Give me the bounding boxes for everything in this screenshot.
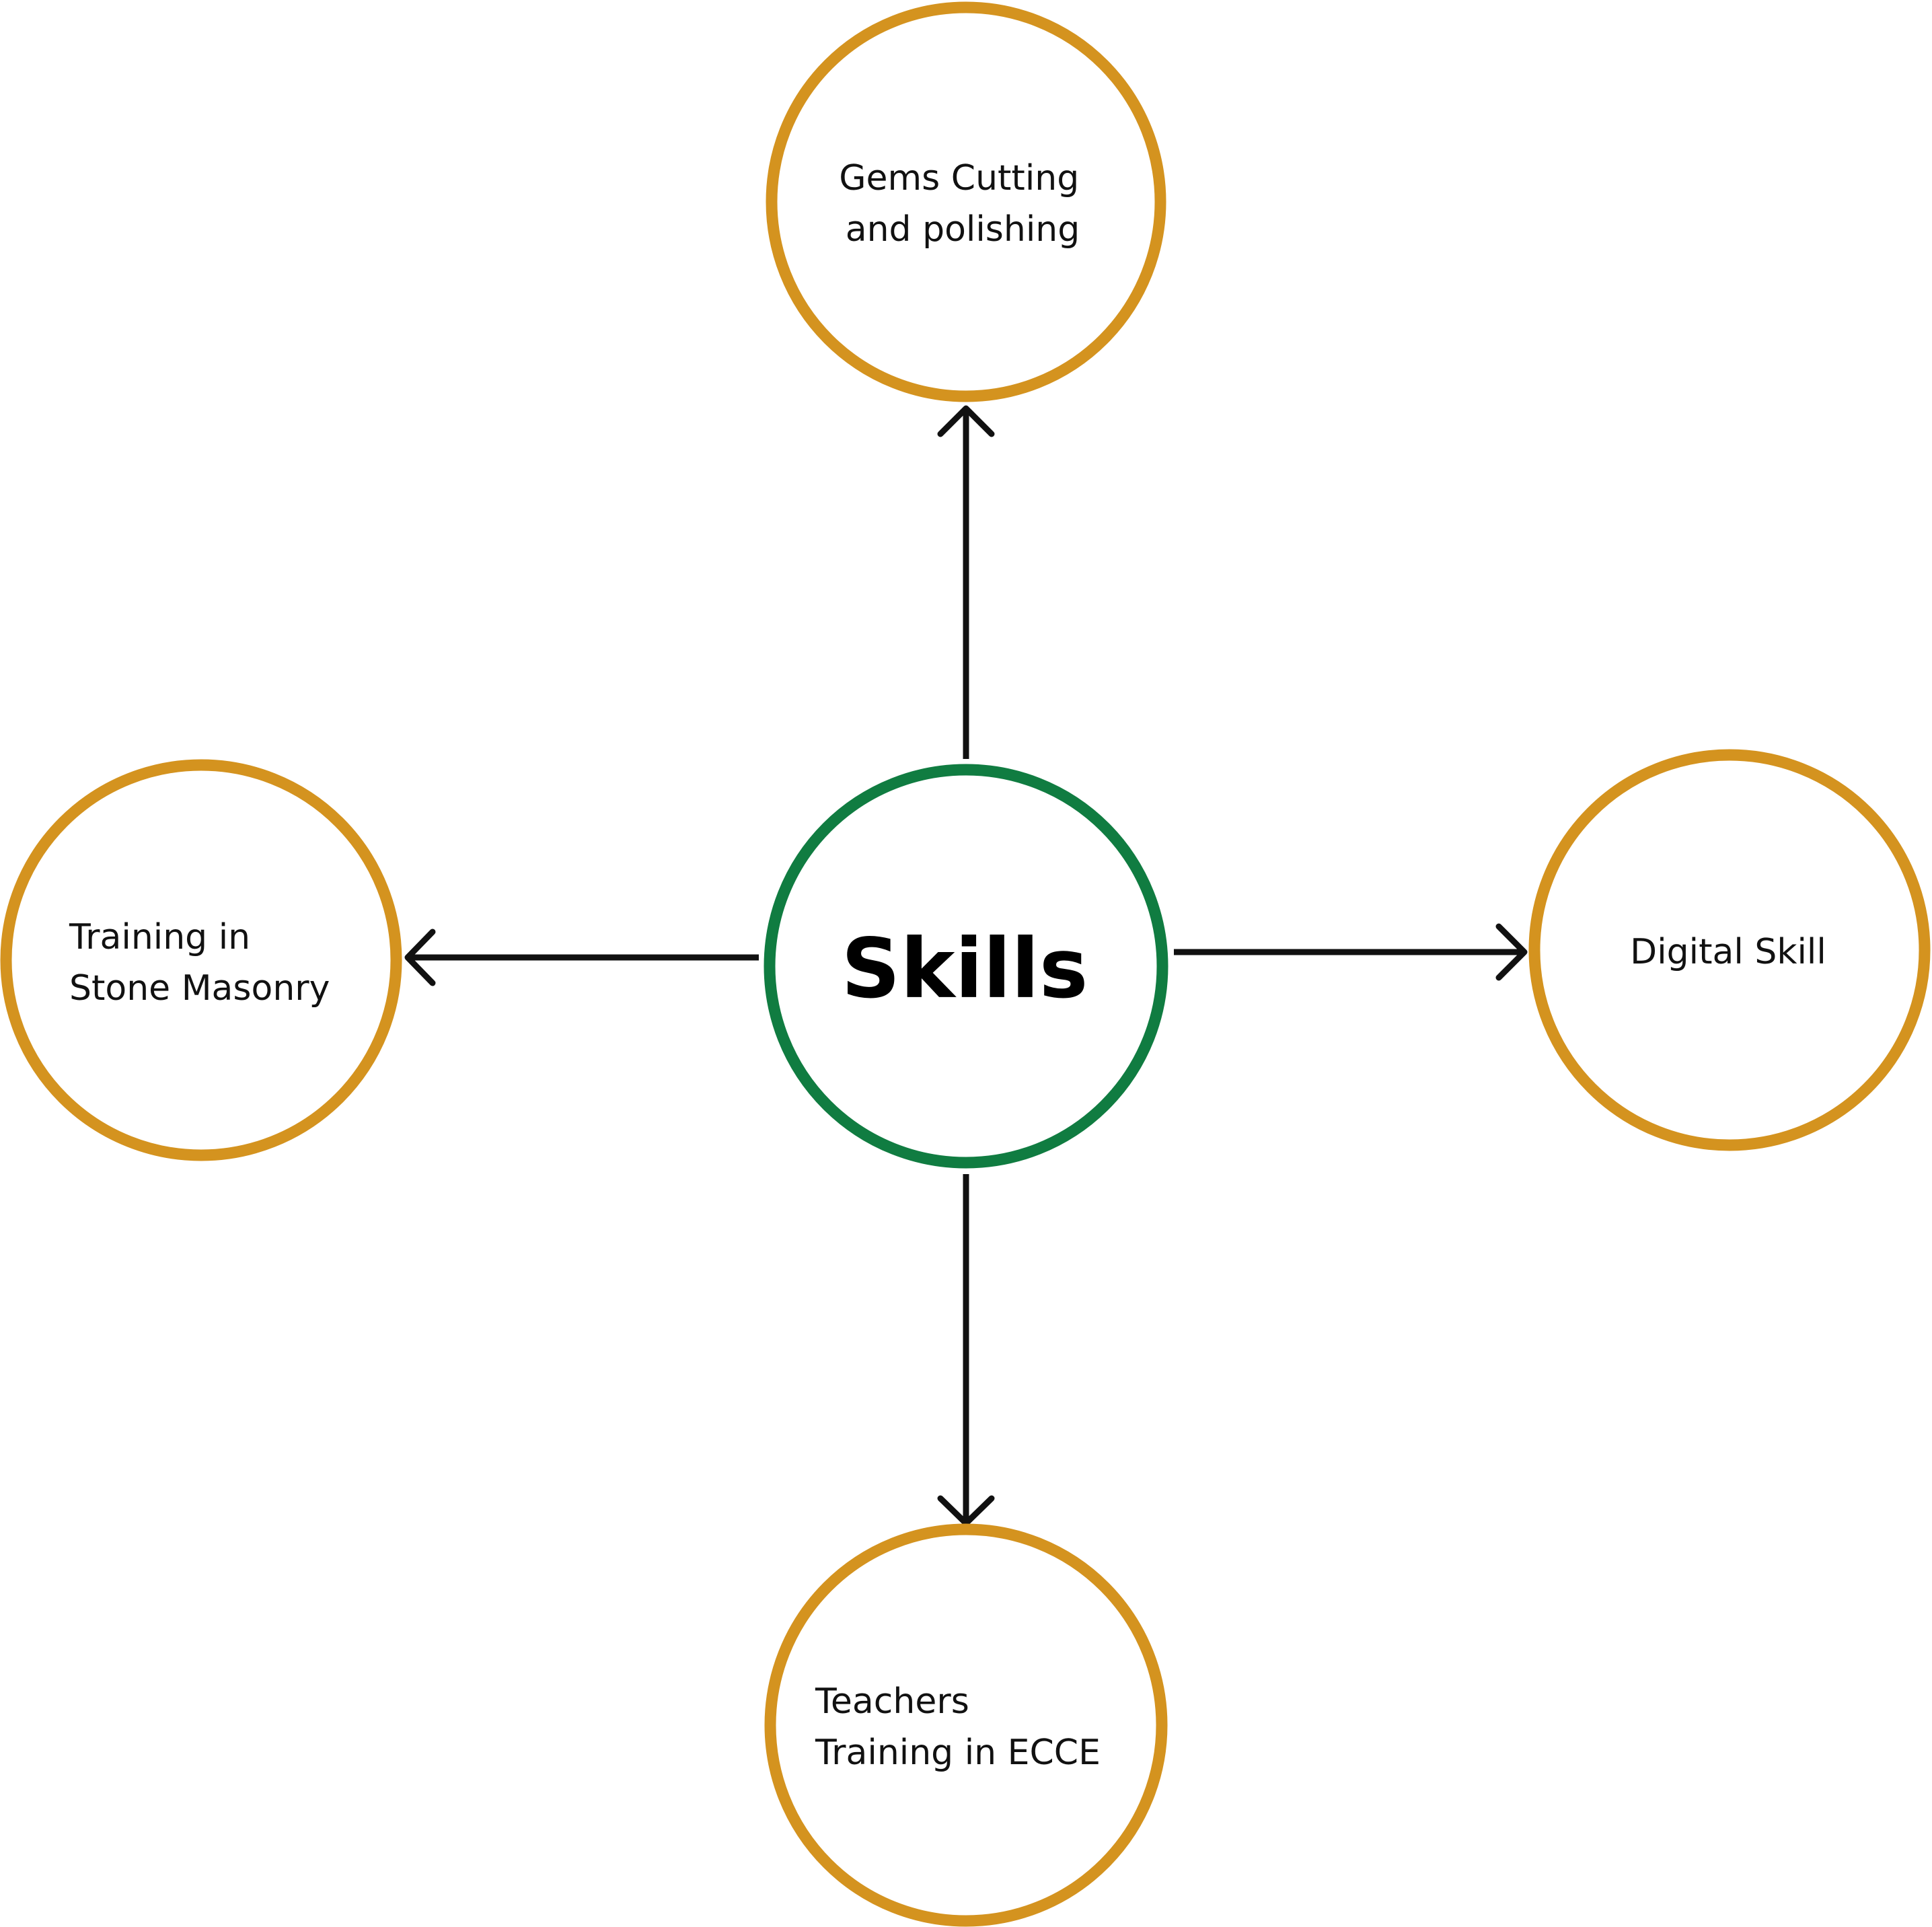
center-node: Skills [764, 764, 1168, 1169]
svg-text:Gems Cutting and polishi: Gems Cutting and polishing [839, 158, 1090, 250]
node-gems-cutting-line-2: and polishing [846, 209, 1080, 250]
node-teachers-training-line-1: Teachers [815, 1681, 969, 1722]
arrow-to-left-head [404, 929, 436, 986]
node-teachers-training-ring [764, 1523, 1168, 1927]
node-gems-cutting: Gems Cutting and polishing [766, 1, 1166, 402]
arrow-to-bottom-head [937, 1495, 995, 1527]
node-stone-masonry-line-1: Training in [69, 917, 250, 957]
svg-text:Teachers Training in ECC: Teachers Training in ECCE [815, 1681, 1101, 1773]
node-stone-masonry-line-2: Stone Masonry [69, 968, 330, 1009]
arrow-to-bottom [937, 1174, 995, 1527]
svg-text:Digital Skill: Digital Skill [1630, 932, 1826, 972]
node-digital-skill: Digital Skill [1528, 749, 1931, 1151]
node-teachers-training: Teachers Training in ECCE [764, 1523, 1168, 1927]
arrow-to-top [937, 405, 995, 759]
node-teachers-training-line-2: Training in ECCE [815, 1733, 1101, 1773]
arrow-to-right [1174, 923, 1528, 981]
center-node-ring [764, 764, 1168, 1169]
node-digital-skill-ring [1528, 749, 1931, 1151]
node-gems-cutting-line-1: Gems Cutting [839, 158, 1079, 198]
node-stone-masonry-ring [0, 759, 402, 1161]
arrow-to-right-head [1495, 923, 1528, 981]
node-stone-masonry: Training in Stone Masonry [0, 759, 402, 1161]
node-gems-cutting-ring [766, 1, 1166, 402]
svg-text:Training in Stone Masonr: Training in Stone Masonry [69, 917, 330, 1009]
arrow-to-top-head [937, 405, 995, 437]
center-node-label: Skills [841, 921, 1088, 1017]
arrow-to-left [404, 929, 759, 986]
node-digital-skill-line-1: Digital Skill [1630, 932, 1826, 972]
